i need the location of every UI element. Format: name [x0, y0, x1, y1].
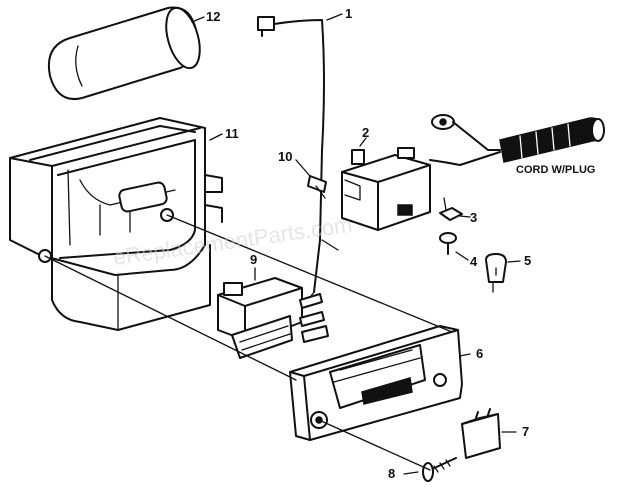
callout-4: 4 — [455, 251, 478, 269]
clip-part-3 — [439, 197, 463, 221]
svg-text:1: 1 — [345, 6, 352, 21]
callout-3: 3 — [459, 210, 477, 225]
callout-6: 6 — [459, 346, 483, 361]
cover-part-7 — [461, 408, 501, 459]
connector-part-10 — [307, 175, 327, 199]
capacitor-part-12 — [48, 6, 201, 100]
svg-text:12: 12 — [206, 9, 220, 24]
svg-text:7: 7 — [522, 424, 529, 439]
svg-text:4: 4 — [470, 254, 478, 269]
callout-7: 7 — [501, 424, 529, 439]
switch-part-2 — [341, 147, 431, 231]
callout-1: 1 — [326, 6, 352, 21]
cord-label: CORD W/PLUG — [516, 164, 595, 176]
housing-part-11 — [9, 117, 223, 331]
callout-8: 8 — [388, 466, 419, 481]
wire-lead-part-1 — [257, 16, 325, 301]
callout-9: 9 — [250, 252, 257, 281]
callout-12: 12 — [191, 9, 220, 24]
callout-10: 10 — [278, 149, 311, 177]
svg-text:11: 11 — [225, 126, 239, 141]
svg-text:CORD W/PLUG: CORD W/PLUG — [516, 164, 595, 176]
lamp-part-5 — [485, 253, 507, 293]
cord-with-plug — [429, 114, 605, 166]
svg-text:2: 2 — [362, 125, 369, 140]
svg-text:6: 6 — [476, 346, 483, 361]
svg-text:3: 3 — [470, 210, 477, 225]
screw-part-4 — [439, 232, 457, 255]
svg-text:5: 5 — [524, 253, 531, 268]
svg-text:9: 9 — [250, 252, 257, 267]
callout-5: 5 — [507, 253, 531, 268]
svg-text:8: 8 — [388, 466, 395, 481]
screw-part-8 — [422, 457, 457, 482]
faceplate-part-6 — [289, 325, 463, 441]
relay-part-9 — [217, 277, 329, 359]
svg-text:10: 10 — [278, 149, 292, 164]
callout-2: 2 — [359, 125, 369, 147]
callout-11: 11 — [209, 126, 239, 141]
assembly-leader-lines — [44, 214, 453, 471]
